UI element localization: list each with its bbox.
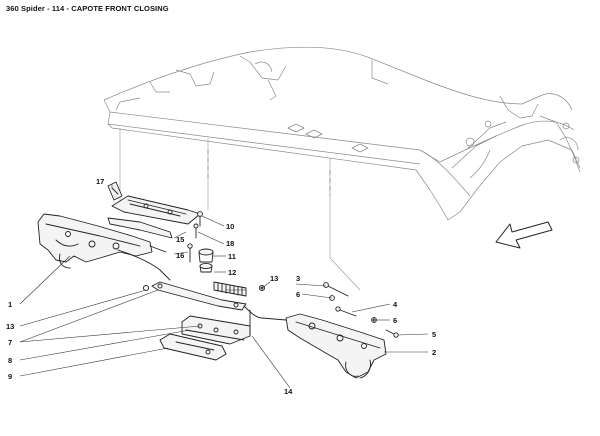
callout-6b: 6 bbox=[393, 316, 397, 325]
upper-support-plate bbox=[107, 195, 201, 239]
screw-lower bbox=[187, 243, 193, 263]
direction-arrow bbox=[495, 221, 553, 249]
left-closing-hook bbox=[37, 213, 167, 269]
callout-labels: 1 2 3 4 5 6 6 7 8 9 10 11 12 13 13 14 15… bbox=[6, 177, 436, 396]
screw-upper bbox=[197, 211, 203, 227]
diagram-title: 360 Spider - 114 - CAPOTE FRONT CLOSING bbox=[6, 4, 169, 13]
callout-8: 8 bbox=[8, 356, 12, 365]
callout-18: 18 bbox=[226, 239, 234, 248]
rubber-bush bbox=[198, 248, 214, 273]
callout-13-upper: 13 bbox=[270, 274, 278, 283]
soft-top-frame bbox=[103, 46, 581, 221]
bolt-short bbox=[335, 306, 357, 317]
screw-pin bbox=[193, 223, 199, 239]
connecting-rod bbox=[151, 281, 247, 311]
callout-4: 4 bbox=[393, 300, 398, 309]
right-control-cable bbox=[243, 305, 287, 321]
screw-end bbox=[385, 329, 399, 338]
callout-9: 9 bbox=[8, 372, 12, 381]
bolt-long bbox=[323, 282, 349, 297]
callout-11: 11 bbox=[228, 252, 236, 261]
callout-10: 10 bbox=[226, 222, 234, 231]
callout-6a: 6 bbox=[296, 290, 300, 299]
nut-lower bbox=[142, 284, 150, 292]
callout-16: 16 bbox=[176, 251, 184, 260]
callout-17: 17 bbox=[96, 177, 104, 186]
bracket-plate bbox=[107, 181, 123, 201]
callout-1: 1 bbox=[8, 300, 12, 309]
left-control-cable bbox=[117, 249, 171, 281]
spacer-plate bbox=[159, 333, 227, 361]
callout-7: 7 bbox=[8, 338, 12, 347]
callout-3: 3 bbox=[296, 274, 300, 283]
callout-13-lower: 13 bbox=[6, 322, 14, 331]
callout-15: 15 bbox=[176, 235, 184, 244]
washer-lower bbox=[371, 317, 377, 323]
callout-12: 12 bbox=[228, 268, 236, 277]
callout-2: 2 bbox=[432, 348, 436, 357]
callout-5: 5 bbox=[432, 330, 436, 339]
callout-14: 14 bbox=[284, 387, 293, 396]
right-closing-hook bbox=[285, 313, 387, 379]
leader-lines bbox=[19, 184, 429, 389]
tension-spring-bar bbox=[213, 281, 247, 297]
